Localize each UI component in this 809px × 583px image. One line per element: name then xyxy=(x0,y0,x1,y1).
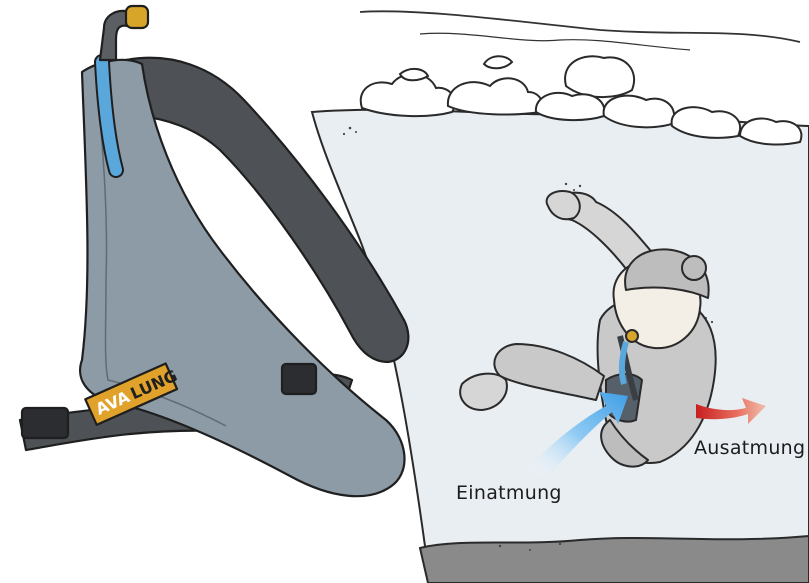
ground-layer xyxy=(418,534,809,583)
person-mouthpiece xyxy=(625,329,639,343)
person-hand xyxy=(545,190,581,221)
harness-buckle-right xyxy=(280,362,318,396)
harness-buckle-left xyxy=(20,406,70,440)
inhale-arrow xyxy=(526,392,628,476)
person-beanie-pompom xyxy=(681,255,707,281)
exhale-label: Ausatmung xyxy=(694,437,806,459)
avalung-harness: AVA LUNG xyxy=(18,4,410,498)
snow-surface-line xyxy=(359,10,801,43)
brand-tag: AVA LUNG xyxy=(84,362,180,426)
buried-person xyxy=(459,190,717,468)
harness-mouthpiece xyxy=(124,4,150,30)
snow-surface-line-2 xyxy=(419,32,691,51)
person-leg xyxy=(493,343,605,401)
snow-cross-section xyxy=(310,10,809,583)
snow-chunks xyxy=(359,55,803,146)
person-leg-2 xyxy=(600,419,649,468)
person-boot xyxy=(459,372,508,411)
person-mouthpiece-hose xyxy=(618,341,629,385)
exhale-arrow xyxy=(696,398,766,424)
harness-shoulder-strap xyxy=(124,56,410,364)
person-harness-strap xyxy=(617,335,639,401)
inhale-label: Einatmung xyxy=(456,482,562,504)
harness-hose-fill xyxy=(96,56,122,176)
